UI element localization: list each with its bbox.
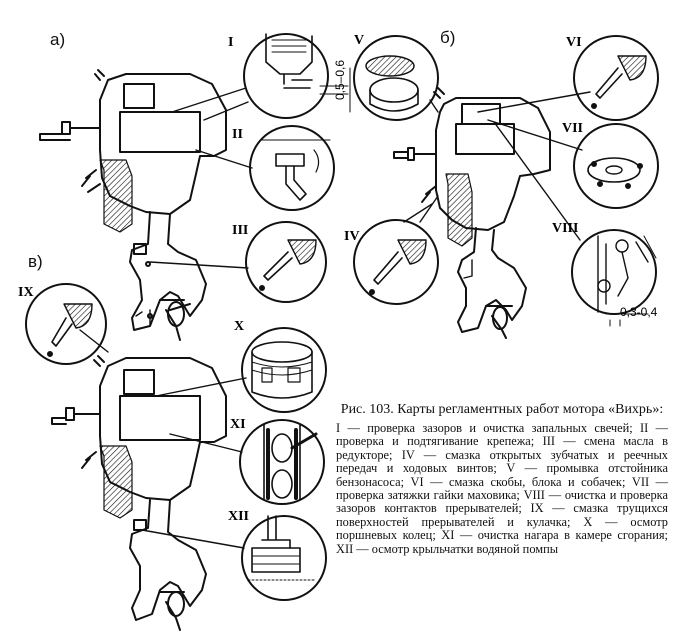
detail-circle-II bbox=[249, 125, 335, 211]
detail-circle-IV bbox=[353, 219, 439, 305]
motor-c bbox=[51, 355, 227, 631]
detail-circle-V bbox=[353, 35, 439, 121]
detail-circle-X bbox=[241, 327, 327, 413]
label-III: III bbox=[232, 223, 248, 238]
label-VII: VII bbox=[562, 121, 583, 136]
detail-circle-XII bbox=[241, 515, 327, 601]
detail-circle-VI bbox=[573, 35, 659, 121]
numeral-labels: I II III V VI VII VIII IV IX X XI XII 0,… bbox=[18, 33, 658, 524]
label-VI: VI bbox=[566, 35, 582, 50]
panel-label-b: б) bbox=[440, 28, 456, 47]
figure-caption: Рис. 103. Карты регламентных работ мотор… bbox=[336, 402, 668, 556]
motor-b bbox=[393, 87, 551, 339]
label-IV: IV bbox=[344, 229, 360, 244]
leader-lines bbox=[79, 87, 591, 549]
label-XII: XII bbox=[228, 509, 249, 524]
label-I: I bbox=[228, 35, 233, 50]
detail-circle-VIII bbox=[571, 229, 657, 327]
dimension-contact-gap: 0,3-0,4 bbox=[620, 305, 658, 319]
panel-label-a: а) bbox=[50, 30, 66, 49]
label-X: X bbox=[234, 319, 244, 334]
detail-circle-I bbox=[243, 33, 351, 119]
caption-title: Рис. 103. Карты регламентных работ мотор… bbox=[340, 402, 664, 417]
motor-a bbox=[39, 69, 227, 341]
label-IX: IX bbox=[18, 285, 34, 300]
caption-body: I — проверка зазоров и очистка запальных… bbox=[336, 421, 668, 556]
label-II: II bbox=[232, 127, 243, 142]
detail-circle-IX bbox=[25, 283, 107, 365]
dimension-plug-gap: 0,5–0,6 bbox=[333, 60, 347, 100]
panel-label-v: в) bbox=[28, 252, 43, 271]
detail-circle-III bbox=[245, 221, 327, 303]
label-VIII: VIII bbox=[552, 221, 578, 236]
detail-circle-XI bbox=[239, 419, 325, 505]
label-XI: XI bbox=[230, 417, 246, 432]
detail-circle-VII bbox=[573, 123, 659, 209]
label-V: V bbox=[354, 33, 364, 48]
